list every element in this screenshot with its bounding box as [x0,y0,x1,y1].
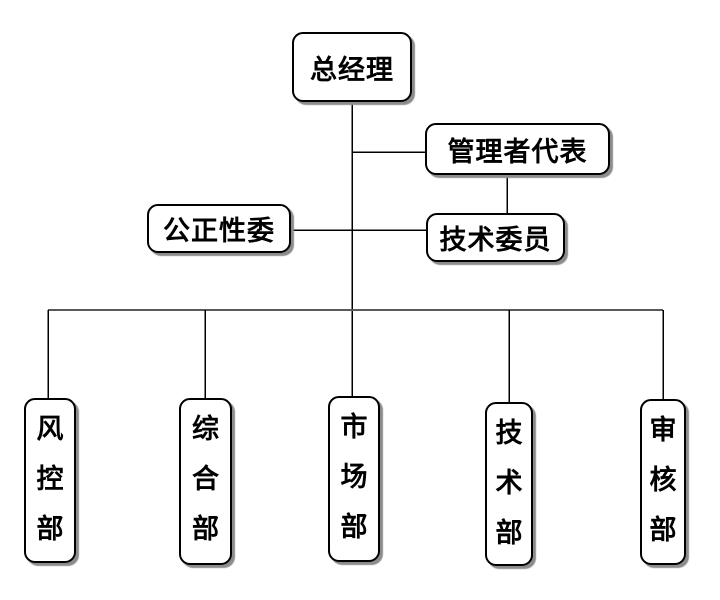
node-technical-committee-label: 技术委员 [439,225,552,256]
node-general-manager-label: 总经理 [310,54,394,86]
node-audit-dept: 审核部 [640,399,686,565]
node-technology-dept-label: 技术部 [495,418,523,549]
node-risk-control-dept: 风控部 [24,398,76,563]
node-general-manager: 总经理 [292,32,412,102]
node-technical-committee: 技术委员 [426,213,565,262]
node-impartiality-committee: 公正性委 [147,204,291,253]
node-general-affairs-dept: 综合部 [179,398,232,565]
node-management-representative-label: 管理者代表 [447,136,588,168]
node-management-representative: 管理者代表 [425,123,610,175]
node-risk-control-dept-label: 风控部 [36,414,64,545]
node-marketing-dept-label: 市场部 [340,412,368,543]
node-general-affairs-dept-label: 综合部 [191,414,219,545]
node-audit-dept-label: 审核部 [649,415,677,546]
node-impartiality-committee-label: 公正性委 [163,216,275,247]
node-technology-dept: 技术部 [485,402,533,566]
node-marketing-dept: 市场部 [328,396,380,562]
